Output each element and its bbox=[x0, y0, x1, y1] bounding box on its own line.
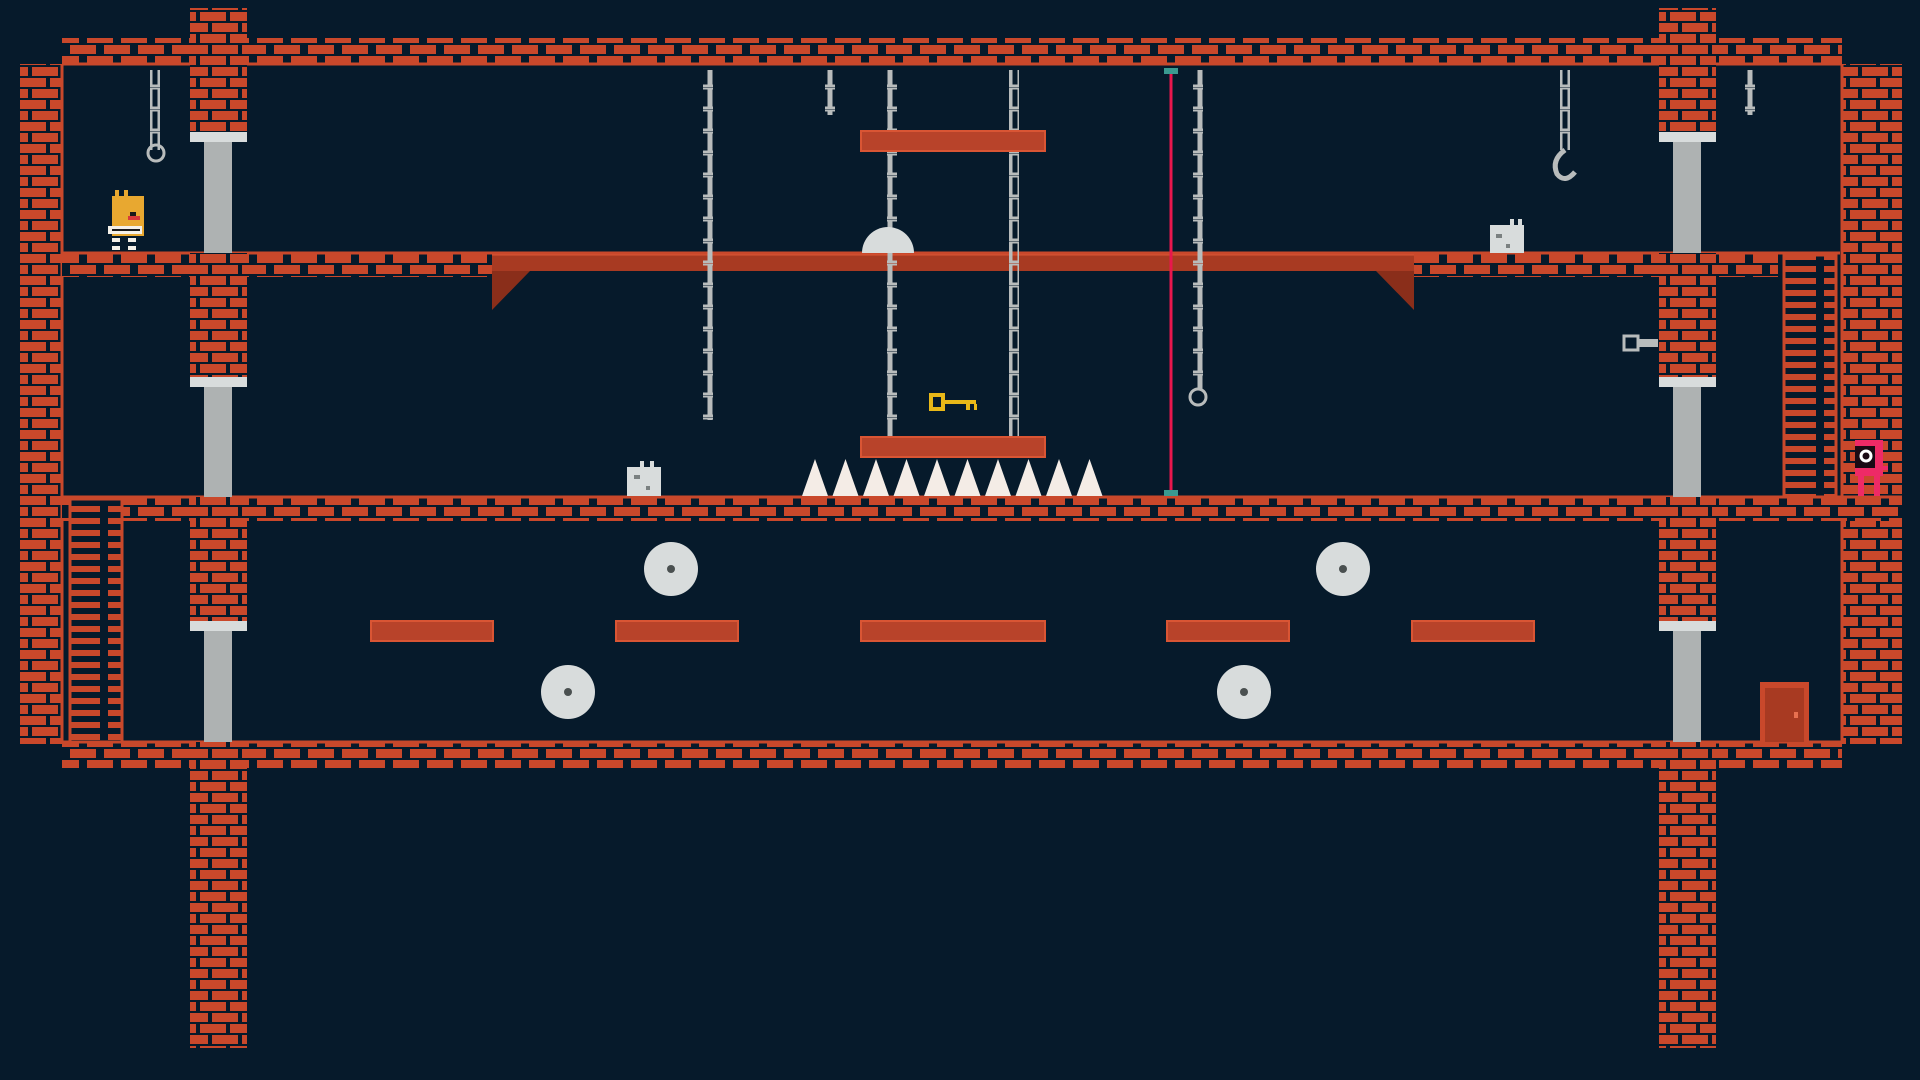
floating-platform bbox=[860, 620, 1046, 642]
pink-cyclops-icon[interactable] bbox=[1855, 440, 1888, 496]
right-pillar bbox=[1659, 8, 1716, 1048]
chain-icon bbox=[703, 70, 713, 420]
upper-floor-left bbox=[62, 253, 492, 277]
bridge-support-right bbox=[1376, 271, 1414, 310]
laser-receiver bbox=[1164, 490, 1178, 496]
laser-emitter bbox=[1164, 68, 1178, 74]
hanging-platform-key bbox=[860, 436, 1046, 458]
bottom-floor bbox=[62, 742, 1842, 768]
floating-platform bbox=[370, 620, 494, 642]
chain-icon bbox=[150, 70, 160, 150]
ring-icon bbox=[146, 143, 166, 163]
spike-icon bbox=[802, 459, 828, 496]
spike-icon bbox=[954, 459, 981, 496]
upper-floor-right bbox=[1414, 253, 1778, 277]
chain-icon bbox=[887, 70, 897, 437]
spike-icon bbox=[924, 459, 950, 496]
spike-icon bbox=[863, 459, 889, 496]
saw-blade-icon bbox=[1316, 542, 1370, 596]
right-wall bbox=[1842, 64, 1902, 744]
saw-blade-icon bbox=[644, 542, 698, 596]
spike-icon bbox=[832, 459, 859, 496]
hook-icon bbox=[1552, 147, 1577, 181]
stone-cat-icon[interactable] bbox=[1490, 219, 1524, 253]
yellow-prisoner-icon[interactable] bbox=[108, 190, 144, 250]
left-wall bbox=[20, 64, 62, 744]
floating-platform bbox=[1166, 620, 1290, 642]
bridge-support-left bbox=[492, 271, 530, 310]
key-icon[interactable] bbox=[929, 393, 977, 411]
stone-cat-icon[interactable] bbox=[627, 461, 661, 496]
chain-icon bbox=[825, 70, 835, 115]
hanging-platform-top bbox=[860, 130, 1046, 152]
saw-blade-icon bbox=[1217, 665, 1271, 719]
spike-icon bbox=[1015, 459, 1042, 496]
wall-ring-icon bbox=[1622, 334, 1658, 352]
left-pillar bbox=[190, 8, 247, 1048]
half-saw-icon bbox=[862, 227, 914, 253]
saw-blade-icon bbox=[541, 665, 595, 719]
top-wall bbox=[62, 38, 1842, 64]
spike-row bbox=[802, 459, 1103, 496]
spike-icon bbox=[1046, 459, 1072, 496]
spike-icon bbox=[1076, 459, 1103, 496]
floating-platform bbox=[1411, 620, 1535, 642]
door-icon[interactable] bbox=[1760, 682, 1809, 742]
ring-icon bbox=[1188, 387, 1208, 407]
chain-icon bbox=[1193, 70, 1203, 390]
chain-icon bbox=[1009, 70, 1019, 437]
chain-icon bbox=[1560, 70, 1570, 150]
floating-platform bbox=[615, 620, 739, 642]
chain-icon bbox=[1745, 70, 1755, 115]
middle-floor bbox=[62, 497, 1902, 521]
ladder-left[interactable] bbox=[68, 497, 124, 744]
spike-icon bbox=[985, 459, 1011, 496]
spike-icon bbox=[893, 459, 920, 496]
upper-floor-bridge bbox=[492, 253, 1414, 271]
ladder-right[interactable] bbox=[1782, 253, 1838, 499]
